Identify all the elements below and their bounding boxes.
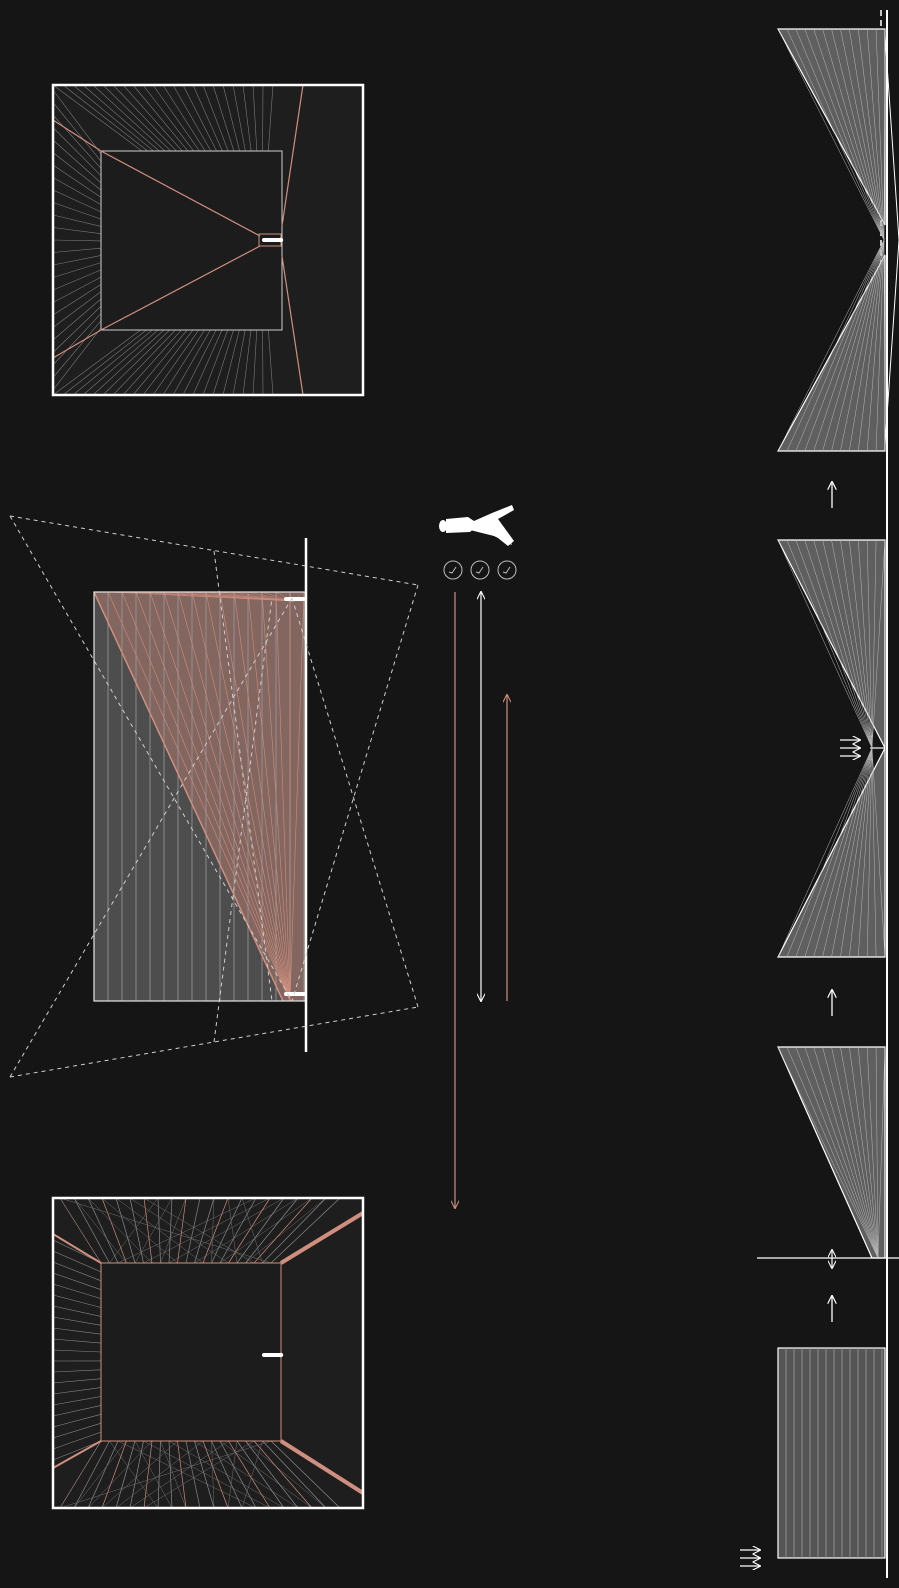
walking-person-icon <box>439 505 514 546</box>
triple-arrow-icon <box>740 1550 760 1566</box>
clock-row <box>444 561 516 579</box>
fan-stage-middle-lower <box>778 748 885 957</box>
central-plan <box>10 516 418 1077</box>
clock-icon <box>444 561 462 579</box>
clock-icon <box>471 561 489 579</box>
clock-icon <box>498 561 516 579</box>
person-figure-icon <box>262 1353 283 1357</box>
fan-stage-middle-upper <box>778 540 885 748</box>
figure-top-icon <box>284 597 306 601</box>
person-figure-icon <box>262 238 283 242</box>
triple-arrow-icon <box>840 740 860 756</box>
perspective-view-bottom <box>53 1198 363 1508</box>
perspective-view-top <box>53 85 363 395</box>
section-sequence <box>740 10 899 1578</box>
timeline-arrows <box>455 592 507 1208</box>
